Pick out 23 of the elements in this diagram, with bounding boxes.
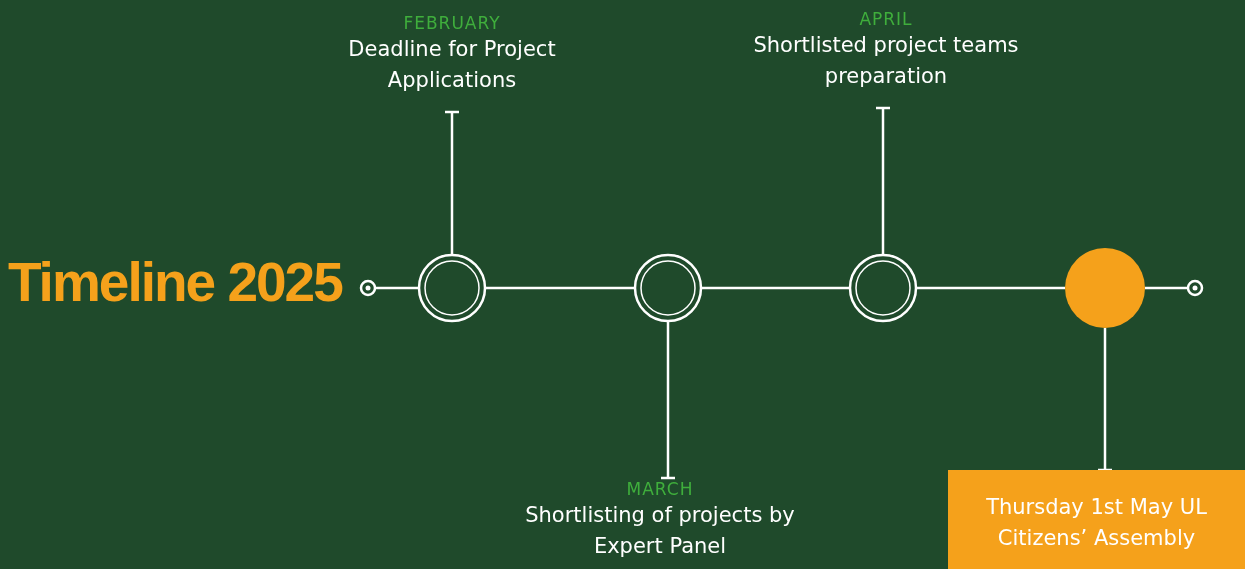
timeline-line <box>485 286 635 290</box>
milestone-description: Deadline for Project Applications <box>347 36 557 94</box>
leader-line <box>443 110 461 255</box>
month-heading: APRIL <box>858 8 914 30</box>
event-panel <box>948 470 1245 569</box>
timeline-line <box>375 286 419 290</box>
timeline-title: Timeline 2025 <box>8 250 342 314</box>
milestone-circle <box>631 251 705 325</box>
timeline-line <box>916 286 1065 290</box>
milestone-description: Shortlisted project teams preparation <box>752 32 1020 90</box>
leader-line <box>874 106 892 255</box>
timeline-line <box>1145 286 1188 290</box>
month-heading: MARCH <box>625 478 695 500</box>
timeline-line <box>701 286 850 290</box>
milestone-description: Thursday 1st May UL Citizens’ Assembly <box>985 494 1208 552</box>
milestone-circle <box>846 251 920 325</box>
month-heading: FEBRUARY <box>402 12 502 34</box>
end-dot <box>357 277 379 299</box>
leader-line <box>1096 328 1114 472</box>
leader-line <box>659 321 677 480</box>
milestone-circle <box>415 251 489 325</box>
end-dot <box>1184 277 1206 299</box>
milestone-description: Shortlisting of projects by Expert Panel <box>524 502 796 560</box>
